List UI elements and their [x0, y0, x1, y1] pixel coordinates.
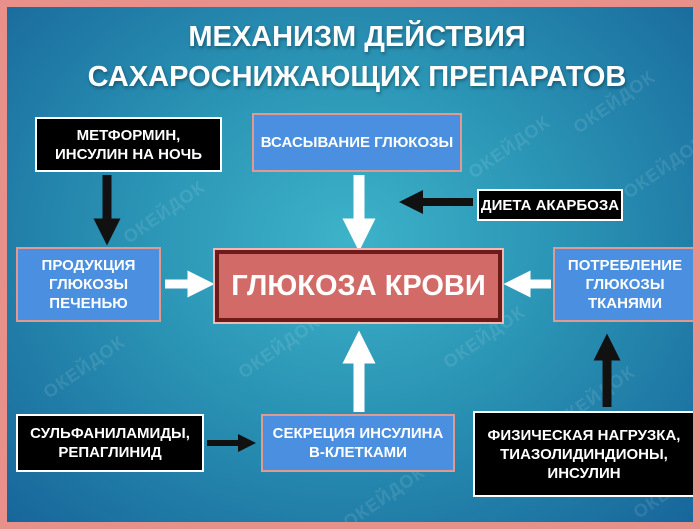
secretion-line-1: СЕКРЕЦИЯ ИНСУЛИНА — [272, 425, 444, 442]
consumption-line-2: ГЛЮКОЗЫ — [585, 276, 665, 293]
arrows-layer — [93, 175, 621, 452]
production-line-1: ПРОДУКЦИЯ — [41, 257, 136, 274]
consumption-line-1: ПОТРЕБЛЕНИЕ — [567, 257, 683, 274]
consumption-box: ПОТРЕБЛЕНИЕ ГЛЮКОЗЫ ТКАНЯМИ — [553, 247, 693, 322]
production-line-2: ГЛЮКОЗЫ — [48, 276, 129, 293]
drug-physical-box: ФИЗИЧЕСКАЯ НАГРУЗКА, ТИАЗОЛИДИНДИОНЫ, ИН… — [473, 411, 693, 497]
drug-sulfonyl-box: СУЛЬФАНИЛАМИДЫ, РЕПАГЛИНИД — [16, 414, 204, 472]
secretion-line-2: В-КЛЕТКАМИ — [309, 444, 407, 461]
production-line-3: ПЕЧЕНЬЮ — [49, 295, 128, 312]
center-label: ГЛЮКОЗА КРОВИ — [231, 269, 486, 302]
drug-physical-line-3: ИНСУЛИН — [547, 464, 621, 482]
center-blood-glucose: ГЛЮКОЗА КРОВИ — [213, 248, 504, 324]
drug-metformin-box: МЕТФОРМИН, ИНСУЛИН НА НОЧЬ — [35, 117, 222, 172]
absorption-label: ВСАСЫВАНИЕ ГЛЮКОЗЫ — [260, 134, 454, 151]
drug-metformin-line-1: МЕТФОРМИН, — [76, 126, 181, 144]
title-line-1: МЕХАНИЗМ ДЕЙСТВИЯ — [188, 21, 526, 53]
drug-sulfonyl-line-2: РЕПАГЛИНИД — [58, 444, 162, 461]
drug-diet-label: ДИЕТА АКАРБОЗА — [480, 196, 620, 214]
absorption-box: ВСАСЫВАНИЕ ГЛЮКОЗЫ — [252, 113, 462, 172]
title-line-2: САХАРОСНИЖАЮЩИХ ПРЕПАРАТОВ — [87, 61, 627, 93]
drug-diet-box: ДИЕТА АКАРБОЗА — [477, 189, 623, 221]
consumption-line-3: ТКАНЯМИ — [587, 295, 663, 312]
diagram-title: МЕХАНИЗМ ДЕЙСТВИЯ САХАРОСНИЖАЮЩИХ ПРЕПАР… — [7, 17, 693, 97]
production-box: ПРОДУКЦИЯ ГЛЮКОЗЫ ПЕЧЕНЬЮ — [16, 247, 161, 322]
drug-metformin-line-2: ИНСУЛИН НА НОЧЬ — [55, 145, 202, 163]
drug-sulfonyl-line-1: СУЛЬФАНИЛАМИДЫ, — [30, 425, 190, 442]
drug-physical-line-1: ФИЗИЧЕСКАЯ НАГРУЗКА, — [487, 426, 681, 444]
secretion-box: СЕКРЕЦИЯ ИНСУЛИНА В-КЛЕТКАМИ — [261, 414, 455, 472]
drug-physical-line-2: ТИАЗОЛИДИНДИОНЫ, — [500, 445, 668, 463]
